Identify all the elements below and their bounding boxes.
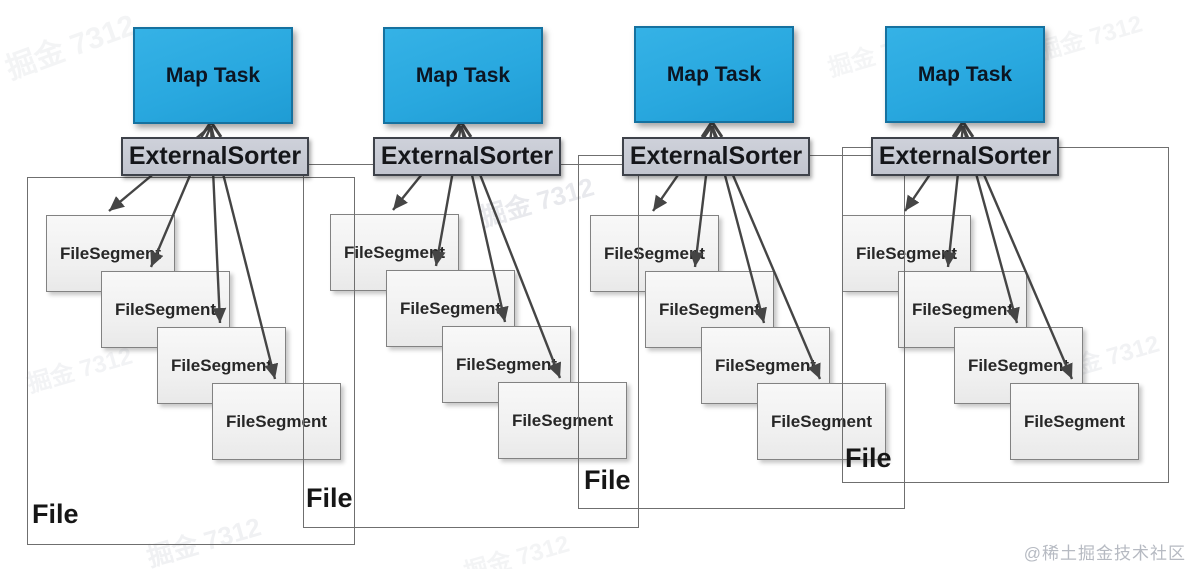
external-sorter-box: ExternalSorter <box>871 137 1059 176</box>
file-segment-label: FileSegment <box>170 355 273 375</box>
external-sorter-label: ExternalSorter <box>128 142 302 170</box>
file-segment-label: FileSegment <box>343 242 446 262</box>
map-task-box: Map Task <box>885 26 1045 123</box>
external-sorter-label: ExternalSorter <box>878 142 1052 170</box>
file-segment-label: FileSegment <box>114 299 217 319</box>
file-segment-label: FileSegment <box>399 298 502 318</box>
community-credit-watermark: @稀土掘金技术社区 <box>1023 544 1186 563</box>
map-task-label: Map Task <box>165 63 261 87</box>
file-segment-label: FileSegment <box>1023 411 1126 431</box>
file-segment-label: FileSegment <box>911 299 1014 319</box>
file-segment-label: FileSegment <box>658 299 761 319</box>
map-task-label: Map Task <box>415 63 511 87</box>
file-segment-box: FileSegment <box>212 383 341 460</box>
file-label: File <box>32 499 79 529</box>
external-sorter-box: ExternalSorter <box>373 137 561 176</box>
file-label: File <box>845 443 892 473</box>
file-segment-label: FileSegment <box>511 410 614 430</box>
external-sorter-label: ExternalSorter <box>629 142 803 170</box>
file-segment-box: FileSegment <box>1010 383 1139 460</box>
external-sorter-box: ExternalSorter <box>121 137 309 176</box>
file-segment-label: FileSegment <box>225 411 328 431</box>
external-sorter-label: ExternalSorter <box>380 142 554 170</box>
map-task-label: Map Task <box>666 62 762 86</box>
file-segment-label: FileSegment <box>770 411 873 431</box>
file-segment-label: FileSegment <box>603 243 706 263</box>
file-segment-label: FileSegment <box>967 355 1070 375</box>
map-task-box: Map Task <box>383 27 543 124</box>
file-rect <box>27 177 355 545</box>
map-task-box: Map Task <box>133 27 293 124</box>
file-segment-label: FileSegment <box>714 355 817 375</box>
file-segment-box: FileSegment <box>757 383 886 460</box>
file-label: File <box>584 465 631 495</box>
file-segment-label: FileSegment <box>59 243 162 263</box>
map-task-label: Map Task <box>917 62 1013 86</box>
external-sorter-box: ExternalSorter <box>622 137 810 176</box>
file-segment-label: FileSegment <box>855 243 958 263</box>
file-segment-label: FileSegment <box>455 354 558 374</box>
file-label: File <box>306 483 353 513</box>
file-segment-box: FileSegment <box>498 382 627 459</box>
map-task-box: Map Task <box>634 26 794 123</box>
